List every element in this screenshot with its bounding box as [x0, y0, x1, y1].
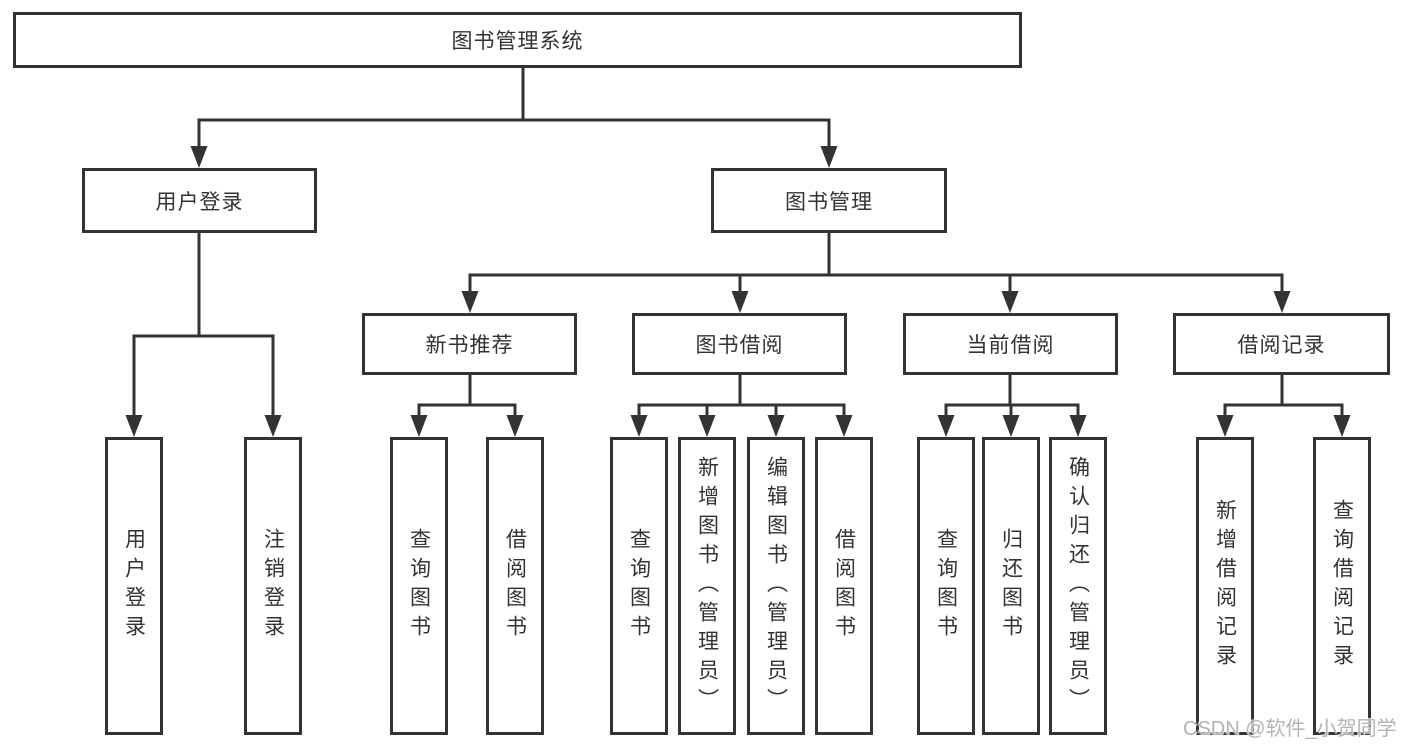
- leaf-query-borrow-record-label: 查询借阅记录: [1330, 499, 1354, 673]
- node-current-borrow: 当前借阅: [903, 313, 1118, 375]
- leaf-edit-book-admin: 编辑图书（管理员）: [747, 437, 805, 735]
- node-current-borrow-label: 当前借阅: [966, 334, 1055, 357]
- node-new-book-recommend: 新书推荐: [362, 313, 577, 375]
- leaf-logout-label: 注销登录: [261, 528, 285, 644]
- watermark-text: CSDN @软件_小贺同学: [1183, 718, 1397, 740]
- node-new-book-recommend-label: 新书推荐: [425, 334, 514, 357]
- leaf-query-book-borrow-label: 查询图书: [627, 528, 651, 644]
- node-borrow-record-label: 借阅记录: [1237, 334, 1326, 357]
- node-book-borrow: 图书借阅: [632, 313, 847, 375]
- node-root-label: 图书管理系统: [451, 30, 584, 53]
- leaf-add-book-admin-label: 新增图书（管理员）: [695, 455, 719, 717]
- leaf-query-book-recommend-label: 查询图书: [407, 528, 431, 644]
- leaf-query-book-recommend: 查询图书: [390, 437, 448, 735]
- leaf-return-book: 归还图书: [982, 437, 1040, 735]
- node-book-management-label: 图书管理: [785, 190, 873, 214]
- node-user-login-label: 用户登录: [155, 190, 244, 214]
- node-root: 图书管理系统: [13, 12, 1022, 68]
- leaf-user-login: 用户登录: [105, 437, 163, 735]
- node-book-borrow-label: 图书借阅: [695, 334, 784, 357]
- leaf-query-book-borrow: 查询图书: [610, 437, 668, 735]
- leaf-edit-book-admin-label: 编辑图书（管理员）: [764, 455, 788, 717]
- node-book-management: 图书管理: [711, 168, 947, 233]
- node-user-login: 用户登录: [82, 168, 317, 233]
- node-borrow-record: 借阅记录: [1173, 313, 1390, 375]
- leaf-confirm-return-admin-label: 确认归还（管理员）: [1066, 455, 1090, 717]
- leaf-query-borrow-record: 查询借阅记录: [1313, 437, 1371, 735]
- leaf-borrow-book-recommend: 借阅图书: [486, 437, 544, 735]
- leaf-add-book-admin: 新增图书（管理员）: [678, 437, 736, 735]
- leaf-query-book-current: 查询图书: [917, 437, 975, 735]
- leaf-user-login-label: 用户登录: [122, 528, 146, 644]
- leaf-query-book-current-label: 查询图书: [934, 528, 958, 644]
- leaf-borrow-book-label: 借阅图书: [832, 528, 856, 644]
- leaf-add-borrow-record: 新增借阅记录: [1196, 437, 1254, 735]
- leaf-borrow-book: 借阅图书: [815, 437, 873, 735]
- leaf-add-borrow-record-label: 新增借阅记录: [1213, 499, 1237, 673]
- leaf-logout: 注销登录: [244, 437, 302, 735]
- leaf-return-book-label: 归还图书: [999, 528, 1023, 644]
- leaf-confirm-return-admin: 确认归还（管理员）: [1049, 437, 1107, 735]
- leaf-borrow-book-recommend-label: 借阅图书: [503, 528, 527, 644]
